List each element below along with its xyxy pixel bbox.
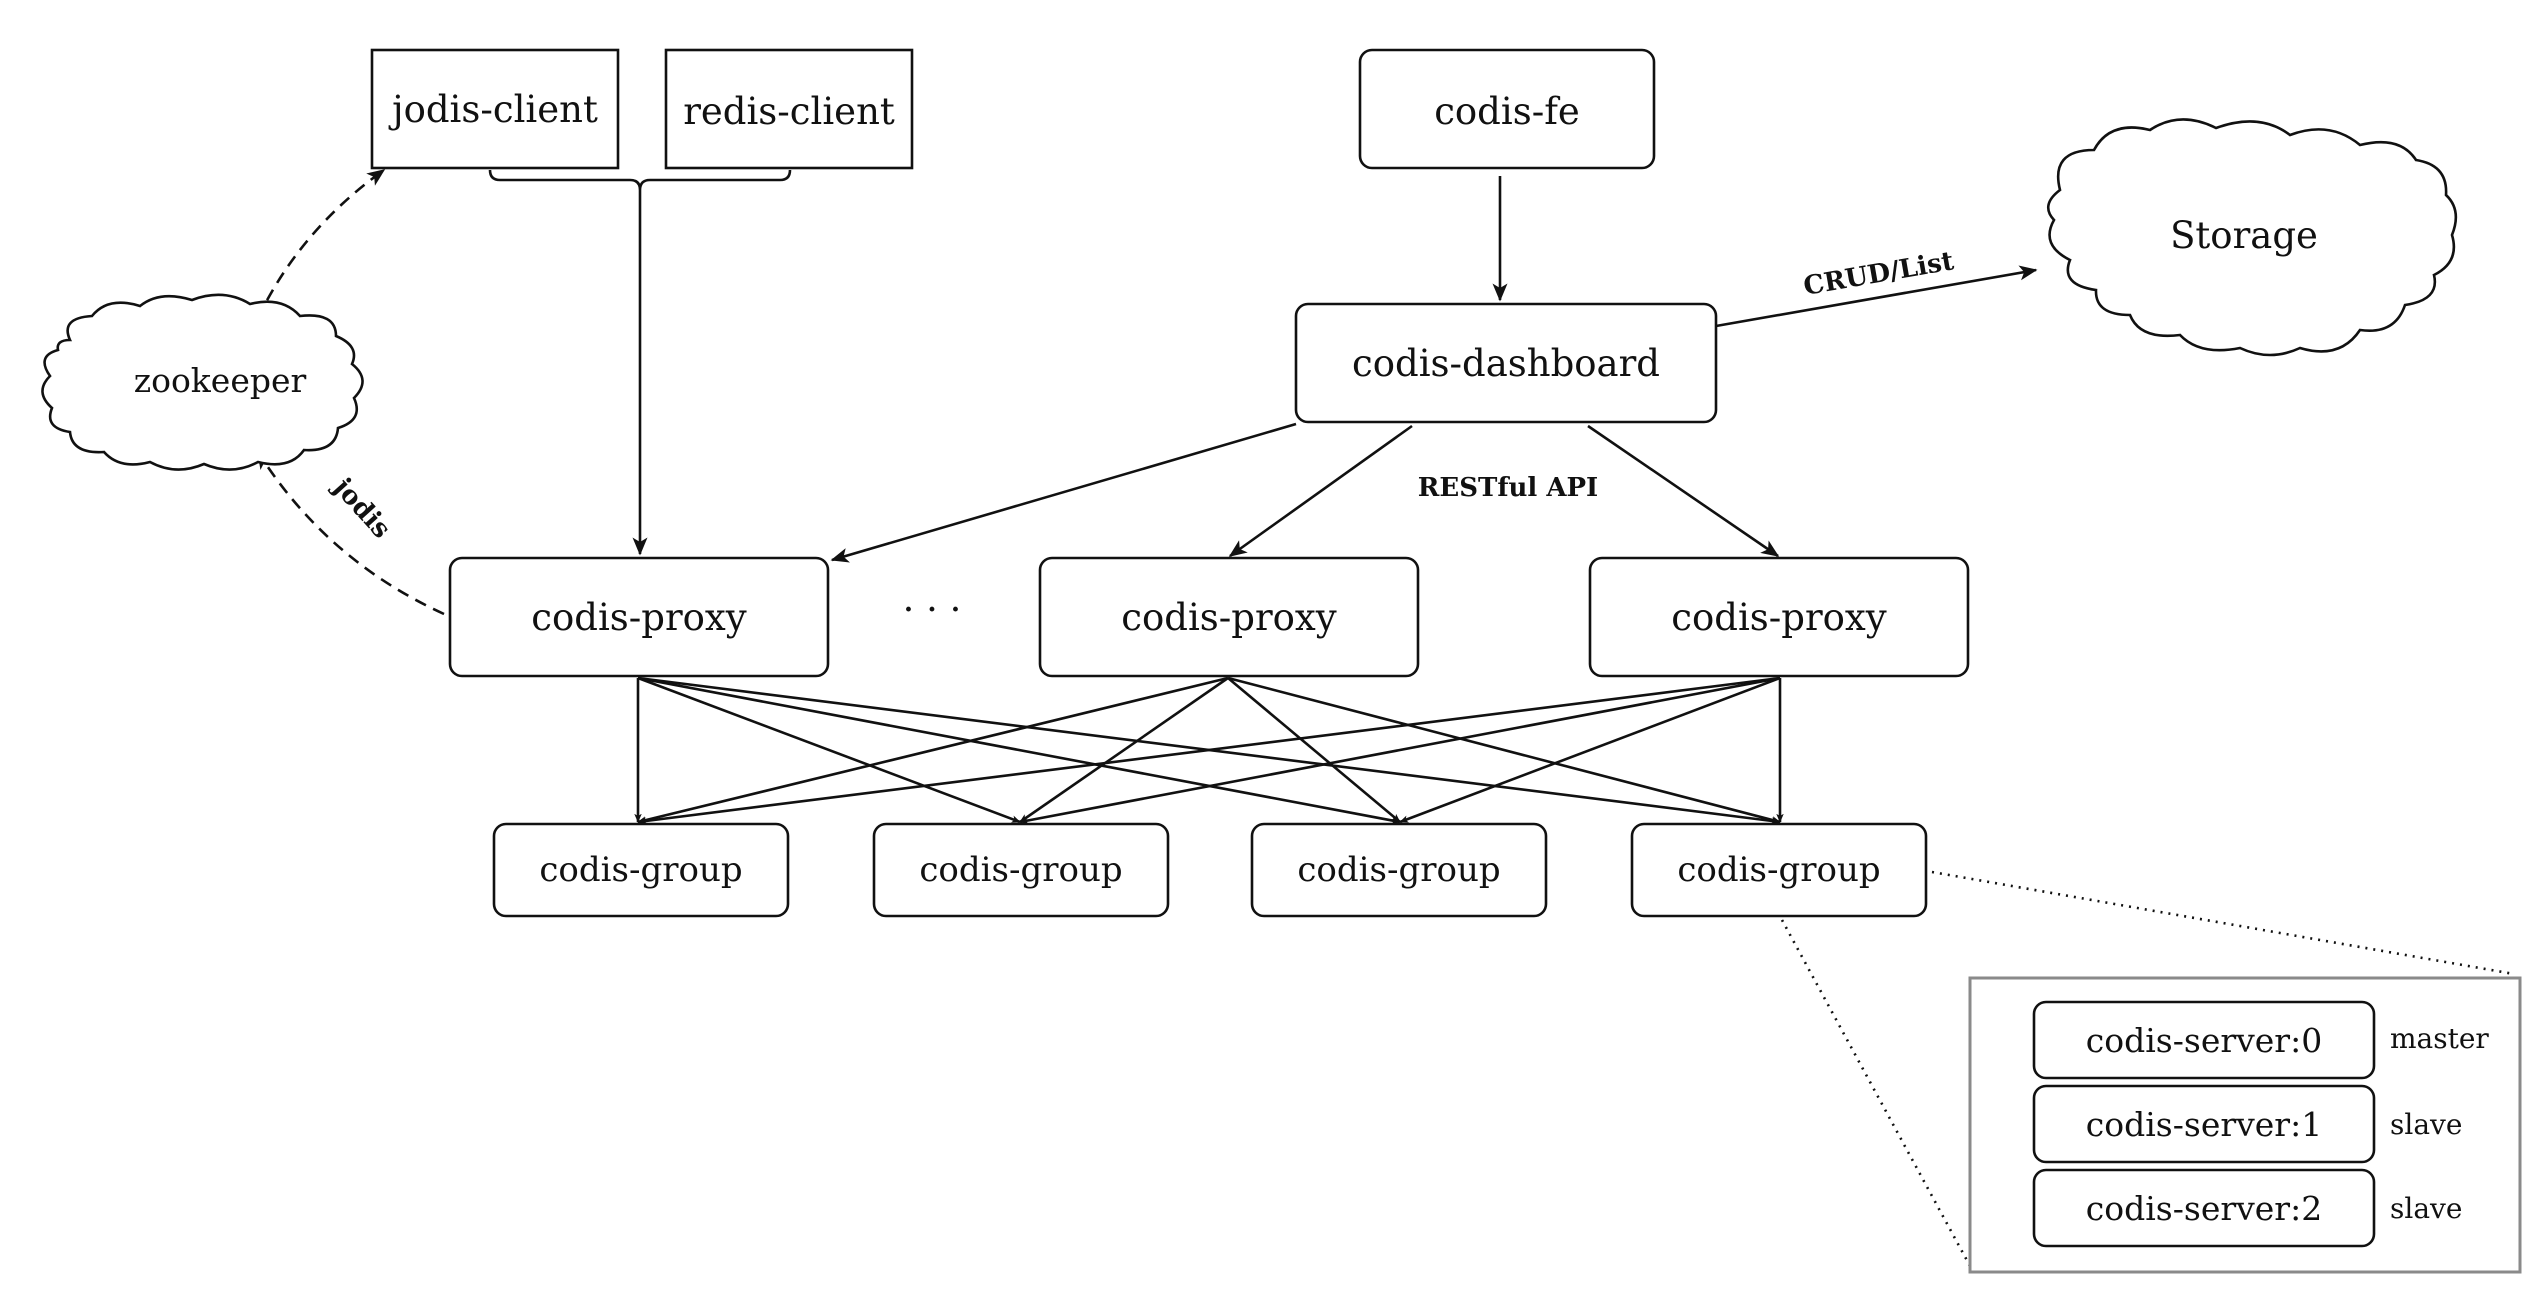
zoom-line-top	[1931, 870, 2515, 976]
svg-text:codis-group: codis-group	[919, 850, 1122, 890]
edge-dashboard-to-storage	[1715, 265, 2038, 328]
zoom-line-bottom	[1780, 919, 1972, 1267]
svg-text:codis-fe: codis-fe	[1434, 90, 1580, 133]
svg-text:codis-server:1: codis-server:1	[2086, 1105, 2322, 1144]
edge-zookeeper-to-jodis-client	[256, 168, 386, 319]
codis-group-detail-panel: codis-server:0 master codis-server:1 sla…	[1968, 976, 2522, 1274]
codis-proxy-node-2: codis-proxy	[1038, 556, 1420, 678]
svg-text:codis-server:0: codis-server:0	[2086, 1021, 2322, 1060]
svg-text:codis-proxy: codis-proxy	[1671, 596, 1887, 639]
svg-text:codis-group: codis-group	[1677, 850, 1880, 890]
edge-dashboard-to-proxy-1	[830, 422, 1297, 563]
svg-text:codis-proxy: codis-proxy	[1121, 596, 1337, 639]
codis-proxy-node-1: codis-proxy	[448, 556, 830, 678]
codis-fe-node: codis-fe	[1358, 48, 1656, 170]
svg-text:zookeeper: zookeeper	[134, 361, 307, 400]
codis-group-node-1: codis-group	[492, 822, 790, 918]
svg-text:redis-client: redis-client	[683, 90, 895, 133]
codis-dashboard-node: codis-dashboard	[1294, 302, 1718, 424]
storage-cloud: Storage	[2046, 118, 2458, 357]
proxy-ellipsis: · · ·	[903, 588, 962, 631]
zookeeper-cloud: zookeeper	[41, 293, 364, 471]
crud-list-label: CRUD/List	[1801, 246, 1956, 302]
redis-client-node: redis-client	[664, 48, 914, 170]
codis-group-node-2: codis-group	[872, 822, 1170, 918]
svg-text:Storage: Storage	[2170, 214, 2318, 257]
svg-text:codis-group: codis-group	[539, 850, 742, 890]
codis-server-0: codis-server:0 master	[2032, 1000, 2489, 1080]
svg-text:jodis-client: jodis-client	[388, 88, 598, 131]
svg-text:codis-group: codis-group	[1297, 850, 1500, 890]
jodis-label: jodis	[326, 471, 396, 544]
svg-text:codis-proxy: codis-proxy	[531, 596, 747, 639]
restful-api-label: RESTful API	[1418, 473, 1598, 503]
server-role-1: slave	[2390, 1108, 2462, 1141]
edge-proxy-to-zookeeper	[256, 450, 445, 616]
client-brace	[488, 169, 792, 191]
edge-dashboard-to-proxy-3	[1587, 424, 1780, 558]
codis-server-1: codis-server:1 slave	[2032, 1084, 2462, 1164]
server-role-2: slave	[2390, 1192, 2462, 1225]
edge-dashboard-to-proxy-2	[1228, 424, 1413, 558]
server-role-0: master	[2390, 1022, 2489, 1055]
proxy-group-edges	[634, 676, 1784, 825]
svg-text:codis-dashboard: codis-dashboard	[1352, 342, 1660, 385]
codis-group-node-4: codis-group	[1630, 822, 1928, 918]
codis-proxy-node-3: codis-proxy	[1588, 556, 1970, 678]
codis-group-node-3: codis-group	[1250, 822, 1548, 918]
codis-server-2: codis-server:2 slave	[2032, 1168, 2462, 1248]
jodis-client-node: jodis-client	[370, 48, 620, 170]
svg-text:codis-server:2: codis-server:2	[2086, 1189, 2322, 1228]
